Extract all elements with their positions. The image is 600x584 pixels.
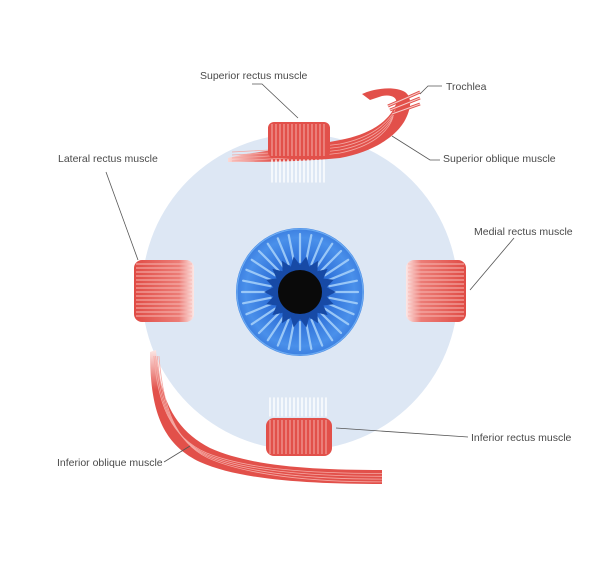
superior-rectus-muscle (268, 122, 330, 183)
leader-inferior-rectus (335, 427, 469, 438)
lateral-rectus-muscle (134, 260, 194, 322)
superior-oblique-muscle (228, 88, 421, 162)
label-inferior-oblique: Inferior oblique muscle (57, 457, 163, 469)
inferior-rectus-muscle (266, 397, 332, 456)
label-inferior-rectus: Inferior rectus muscle (471, 432, 572, 444)
label-trochlea: Trochlea (446, 81, 487, 93)
leader-lateral-rectus (105, 171, 139, 261)
inferior-oblique-muscle (150, 350, 383, 484)
label-medial-rectus: Medial rectus muscle (474, 226, 573, 238)
leader-superior-oblique (391, 135, 440, 161)
label-superior-rectus: Superior rectus muscle (200, 70, 308, 82)
pupil (278, 270, 322, 314)
medial-rectus-muscle (406, 260, 466, 322)
label-superior-oblique: Superior oblique muscle (443, 153, 556, 165)
iris (236, 228, 364, 356)
label-lateral-rectus: Lateral rectus muscle (58, 153, 158, 165)
leader-inferior-oblique (163, 445, 191, 463)
leader-trochlea (419, 85, 442, 95)
leader-superior-rectus (252, 83, 299, 119)
leader-medial-rectus (469, 237, 515, 291)
